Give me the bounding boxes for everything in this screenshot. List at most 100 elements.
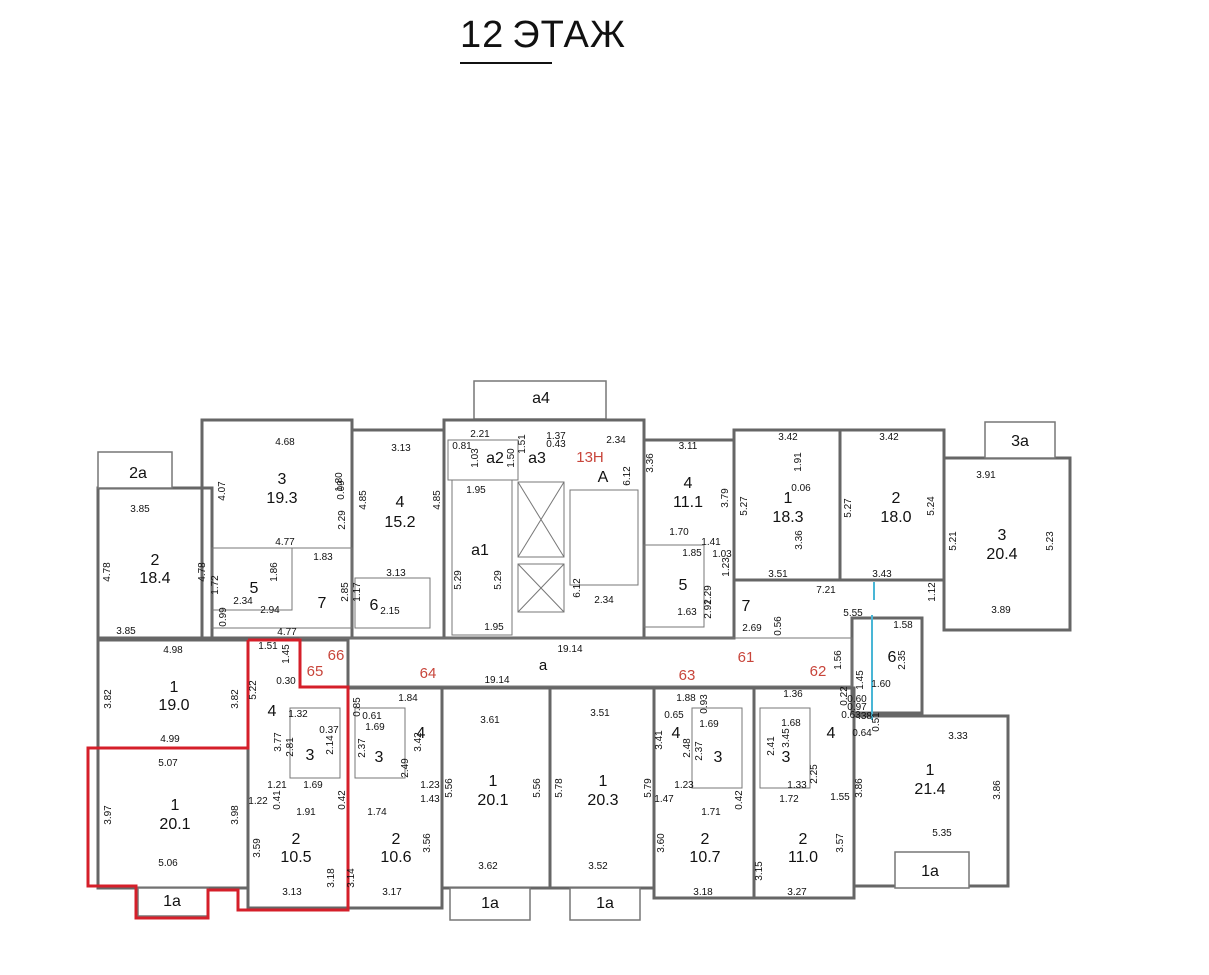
dimension-label: .38 (858, 711, 872, 722)
dimension-label: 1.23 (721, 557, 732, 577)
dimension-label: 3.89 (991, 605, 1011, 616)
dimension-label: 1.03 (470, 448, 481, 468)
balcony-1a-outline (894, 851, 970, 889)
dimension-label: 1.95 (484, 622, 504, 633)
room-number: 2а (129, 465, 147, 482)
dimension-label: 6.12 (572, 578, 583, 598)
dimension-label: 1.23 (420, 780, 440, 791)
dimension-label: 0.37 (319, 725, 339, 736)
room-number: 1а (921, 863, 939, 880)
dimension-label: 3.27 (787, 887, 807, 898)
dimension-label: 2.41 (766, 736, 777, 756)
apartment-number: 63 (679, 667, 696, 684)
room-number: 4 (396, 494, 405, 511)
room-number: 3 (782, 749, 791, 766)
dimension-label: 3.97 (103, 805, 114, 825)
dimension-label: 0.81 (452, 441, 472, 452)
room-number: 3 (375, 749, 384, 766)
apartment-number: 61 (738, 649, 755, 666)
floor-word: ЭТАЖ (512, 14, 626, 56)
dimension-label: 1.72 (210, 575, 221, 595)
dimension-label: 3.61 (480, 715, 500, 726)
dimension-label: 6.12 (622, 466, 633, 486)
dimension-label: 2.37 (357, 738, 368, 758)
room-number: 2 (701, 831, 710, 848)
dimension-label: 5.56 (532, 778, 543, 798)
dimension-label: 5.35 (932, 828, 952, 839)
dimension-label: 1.58 (893, 620, 913, 631)
dimension-label: 3.11 (679, 441, 698, 452)
dimension-label: 5.21 (948, 531, 959, 551)
dimension-label: 2.15 (380, 606, 400, 617)
dimension-label: 1.55 (830, 792, 850, 803)
dimension-label: 3.42 (413, 732, 424, 752)
room-number: 4 (268, 703, 277, 720)
dimension-label: 3.85 (116, 626, 136, 637)
room-number: 2 (892, 490, 901, 507)
dimension-label: 2.14 (325, 735, 336, 755)
floor-number: 12 (460, 14, 505, 56)
room-number: 3 (306, 747, 315, 764)
dimension-label: 3.82 (103, 689, 114, 709)
dimension-label: 3.79 (720, 488, 731, 508)
apartment-numbers: 13Н 65 66 64 63 61 62 (307, 449, 827, 684)
dimension-label: 1.91 (296, 807, 316, 818)
dimension-label: 5.79 (643, 778, 654, 798)
room-number: 1 (170, 679, 179, 696)
dimension-label: 3.18 (693, 887, 713, 898)
dimension-label: 1.86 (269, 562, 280, 582)
room-number: 7 (742, 598, 751, 615)
dimension-label: 19.14 (484, 675, 509, 686)
dimension-label: 1.72 (779, 794, 799, 805)
dimension-label: 4.85 (358, 490, 369, 510)
dimension-label: 5.78 (554, 778, 565, 798)
dimension-label: 3.36 (645, 453, 656, 473)
dimension-label: 5.29 (453, 570, 464, 590)
room-number: 1 (489, 773, 498, 790)
dimension-label: 2.69 (742, 623, 762, 634)
room-number: 2 (392, 831, 401, 848)
dimension-label: 4.78 (197, 562, 208, 582)
dimension-label: 0.43 (546, 439, 566, 450)
dimension-label: 1.69 (365, 722, 385, 733)
dimension-label: 5.07 (158, 758, 178, 769)
apartment-number: 64 (420, 665, 437, 682)
apartment-number: 13Н (576, 449, 604, 466)
balcony-1a-outline (449, 887, 531, 921)
dimension-label: 1.23 (674, 780, 694, 791)
room-area: 20.4 (986, 546, 1017, 563)
room-area: 20.1 (477, 792, 508, 809)
dimension-label: 2.49 (400, 758, 411, 778)
room-number: 4 (684, 475, 693, 492)
dimension-label: 5.24 (926, 496, 937, 516)
dimension-label: 3.45 (781, 728, 792, 748)
dimension-label: 3.98 (230, 805, 241, 825)
dimension-label: 2.48 (682, 738, 693, 758)
bath-outline (759, 707, 811, 789)
room-number: 3 (278, 471, 287, 488)
dimension-label: 3.42 (879, 432, 899, 443)
dimension-label: 3.52 (588, 861, 608, 872)
dimension-label: 3.51 (768, 569, 788, 580)
dimension-label: 1.56 (833, 650, 844, 670)
dimension-label: 1.69 (699, 719, 719, 730)
bath-outline (691, 707, 743, 789)
dimension-label: 2.34 (606, 435, 626, 446)
dimension-label: 3.77 (273, 732, 284, 752)
room-area: 10.5 (280, 849, 311, 866)
room-number: 1а (163, 893, 181, 910)
dimension-label: 4.98 (163, 645, 183, 656)
balcony-a4-outline (473, 380, 607, 420)
room-area: 11.0 (788, 849, 818, 866)
dimension-label: 0.51 (871, 712, 882, 732)
room-area: 18.4 (139, 570, 170, 587)
dimension-label: 2.37 (694, 741, 705, 761)
dimension-label: 0.63 (841, 710, 861, 721)
dimension-label: 4.99 (160, 734, 180, 745)
dimension-label: 1.95 (466, 485, 486, 496)
dimension-label: 0.85 (352, 697, 363, 717)
dimension-label: 2.34 (594, 595, 614, 606)
dimension-label: 1.84 (398, 693, 418, 704)
